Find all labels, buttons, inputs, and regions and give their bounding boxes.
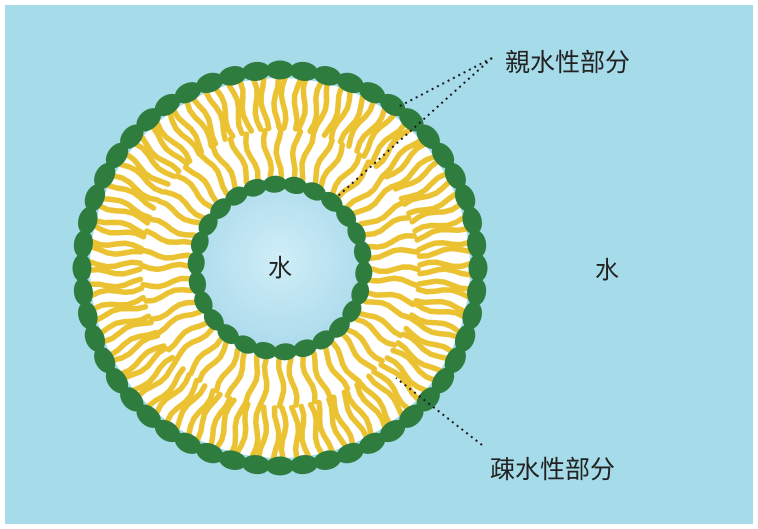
inner-water-label: 水 xyxy=(268,254,292,282)
lipid-head xyxy=(266,457,294,476)
lipid-head xyxy=(266,61,294,80)
hydrophobic-label: 疎水性部分 xyxy=(490,455,615,484)
lipid-head xyxy=(469,254,488,282)
lipid-head xyxy=(73,254,92,282)
hydrophilic-label: 親水性部分 xyxy=(505,48,630,77)
outer-water-label: 水 xyxy=(595,256,619,284)
